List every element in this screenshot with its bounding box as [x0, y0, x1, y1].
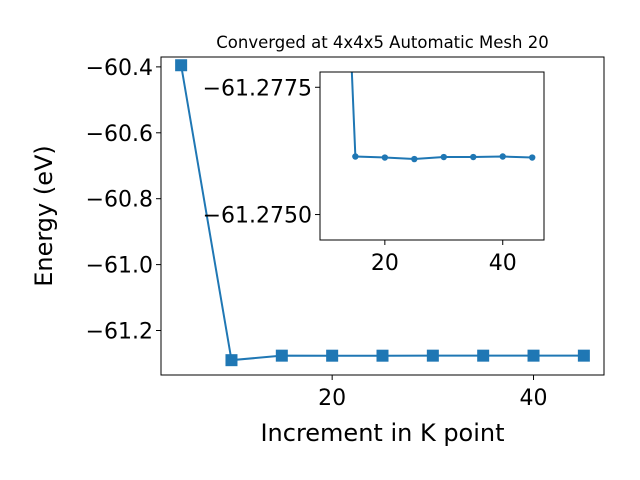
x-axis-label: Increment in K point	[260, 419, 504, 447]
y-axis-label: Energy (eV)	[30, 145, 58, 287]
data-point	[381, 154, 389, 161]
y-tick-label: −61.0	[86, 254, 153, 279]
y-tick-label: −60.8	[86, 188, 153, 213]
y-tick-label: −60.4	[86, 56, 153, 81]
data-point	[275, 349, 288, 362]
data-point	[440, 153, 447, 161]
data-point	[477, 349, 490, 362]
data-point	[499, 153, 506, 160]
data-point	[577, 349, 590, 362]
data-point	[426, 349, 439, 362]
series-line	[350, 72, 533, 161]
x-tick-label: 40	[520, 386, 548, 411]
y-tick-label: −61.2775	[203, 76, 312, 101]
main-series	[175, 59, 590, 367]
inset-series	[350, 72, 536, 163]
x-tick-label: 40	[489, 251, 517, 276]
data-point	[352, 153, 359, 160]
y-tick-label: −61.2750	[203, 204, 312, 229]
inset-y-axis: −61.2775 −61.2750	[203, 76, 320, 229]
data-point	[225, 354, 238, 367]
data-point	[411, 155, 418, 163]
data-point	[175, 59, 188, 72]
data-point	[470, 153, 477, 161]
data-point	[527, 349, 540, 362]
main-chart: Converged at 4x4x5 Automatic Mesh 20 −60…	[30, 33, 605, 447]
data-point	[376, 349, 389, 362]
x-tick-label: 20	[318, 386, 346, 411]
main-y-axis: −60.4 −60.6 −60.8 −61.0 −61.2	[86, 56, 161, 345]
data-point	[326, 349, 339, 362]
y-tick-label: −60.6	[86, 122, 153, 147]
chart-title: Converged at 4x4x5 Automatic Mesh 20	[216, 33, 548, 52]
main-plot-frame	[160, 56, 605, 376]
x-tick-label: 20	[371, 251, 399, 276]
y-tick-label: −61.2	[86, 320, 153, 345]
data-point	[529, 154, 536, 161]
inset-plot-frame	[319, 71, 545, 241]
